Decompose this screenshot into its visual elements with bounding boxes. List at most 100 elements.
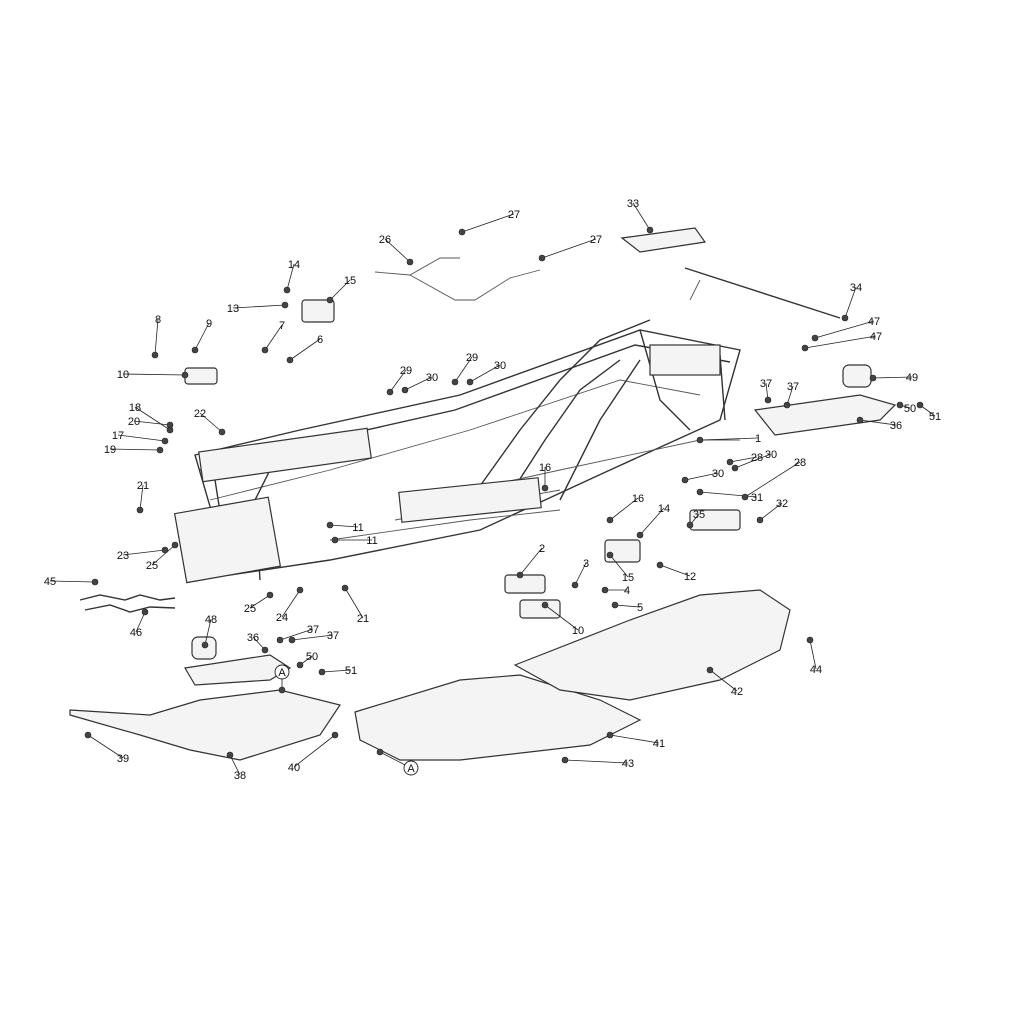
part-25-marker [266,591,274,599]
callout-51: 51 [929,411,941,423]
leader-line-15 [329,279,351,301]
leader-line-43 [564,759,629,764]
part-10-marker [541,601,549,609]
part-14-marker [636,531,644,539]
leader-line-37 [786,385,794,406]
callout-11: 11 [366,535,377,547]
leader-line-30 [684,472,719,481]
callout-8: 8 [155,314,161,326]
part-A-marker [376,748,384,756]
callout-30: 30 [712,468,724,480]
callout-50: 50 [306,651,318,663]
callout-30: 30 [494,360,506,372]
part-10-marker [181,371,189,379]
part-A-marker [278,686,286,694]
leader-line-14 [286,263,295,291]
part-15-marker [326,296,334,304]
main-frame [173,319,741,584]
part-51-marker [318,668,326,676]
callout-9: 9 [206,318,212,330]
leader-line-27 [461,213,515,233]
callout-37: 37 [307,624,319,636]
leader-line-25 [249,594,271,609]
leader-line-29 [389,369,407,393]
leader-line-30 [734,453,772,469]
callout-A: A [278,667,286,679]
callout-3: 3 [583,558,589,570]
leader-line-30 [469,364,501,383]
part-21-marker [341,584,349,592]
callout-1: 1 [755,433,761,445]
callout-39: 39 [117,753,129,765]
leader-line-40 [293,734,336,768]
reference-circle [403,760,419,776]
part-37-marker [288,636,296,644]
leader-line-26 [384,238,411,263]
callout-14: 14 [658,503,670,515]
callout-20: 20 [128,416,140,428]
callout-21: 21 [137,480,149,492]
callout-47: 47 [868,316,880,328]
part-4-marker [601,586,609,594]
leader-line-23 [122,549,166,556]
leader-line-37 [279,628,314,641]
leader-line-6 [289,338,321,361]
callout-30: 30 [765,449,777,461]
callout-47: 47 [870,331,882,343]
callout-33: 33 [627,198,639,210]
part-20-marker [166,421,174,429]
part-15-marker [606,551,614,559]
callout-7: 7 [279,320,285,332]
part-32-marker [756,516,764,524]
callout-24: 24 [276,612,288,624]
callout-22: 22 [194,408,206,420]
callout-41: 41 [653,738,665,750]
callout-37: 37 [760,378,772,390]
leader-line-32 [759,502,783,521]
part-29-marker [386,388,394,396]
part-48-marker [201,641,209,649]
part-28-marker [726,458,734,466]
leader-line-22 [199,412,223,433]
part-26-marker [406,258,414,266]
callout-27: 27 [508,209,520,221]
leader-line-21 [344,587,364,619]
callout-13: 13 [227,303,239,315]
callout-4: 4 [624,585,630,597]
part-41-marker [606,731,614,739]
part-11-marker [331,536,339,544]
part-46-marker [141,608,149,616]
callout-28: 28 [794,457,806,469]
leader-line-48 [204,618,212,646]
callout-31: 31 [751,492,763,504]
part-29-marker [451,378,459,386]
part-40-marker [331,731,339,739]
leader-line-47 [814,320,875,339]
part-45-marker [91,578,99,586]
callout-6: 6 [317,334,323,346]
leader-line-8 [154,318,159,356]
part-37-marker [764,396,772,404]
leader-line-17 [117,434,166,442]
part-16-marker [541,484,549,492]
part-27-marker [458,228,466,236]
part-33-marker [646,226,654,234]
fasteners [84,226,924,764]
callout-45: 45 [44,576,56,588]
callout-17: 17 [112,430,124,442]
part-38-marker [226,751,234,759]
frame-artwork [69,227,897,761]
part-28-marker [741,493,749,501]
callout-37: 37 [327,630,339,642]
leader-line-25 [151,544,176,566]
part-36-marker [856,416,864,424]
part-37-marker [783,401,791,409]
callout-46: 46 [130,627,142,639]
leader-line-41 [609,734,660,744]
leader-line-38 [229,754,241,776]
part-44-marker [806,636,814,644]
leader-line-33 [632,202,651,231]
part-12-marker [656,561,664,569]
